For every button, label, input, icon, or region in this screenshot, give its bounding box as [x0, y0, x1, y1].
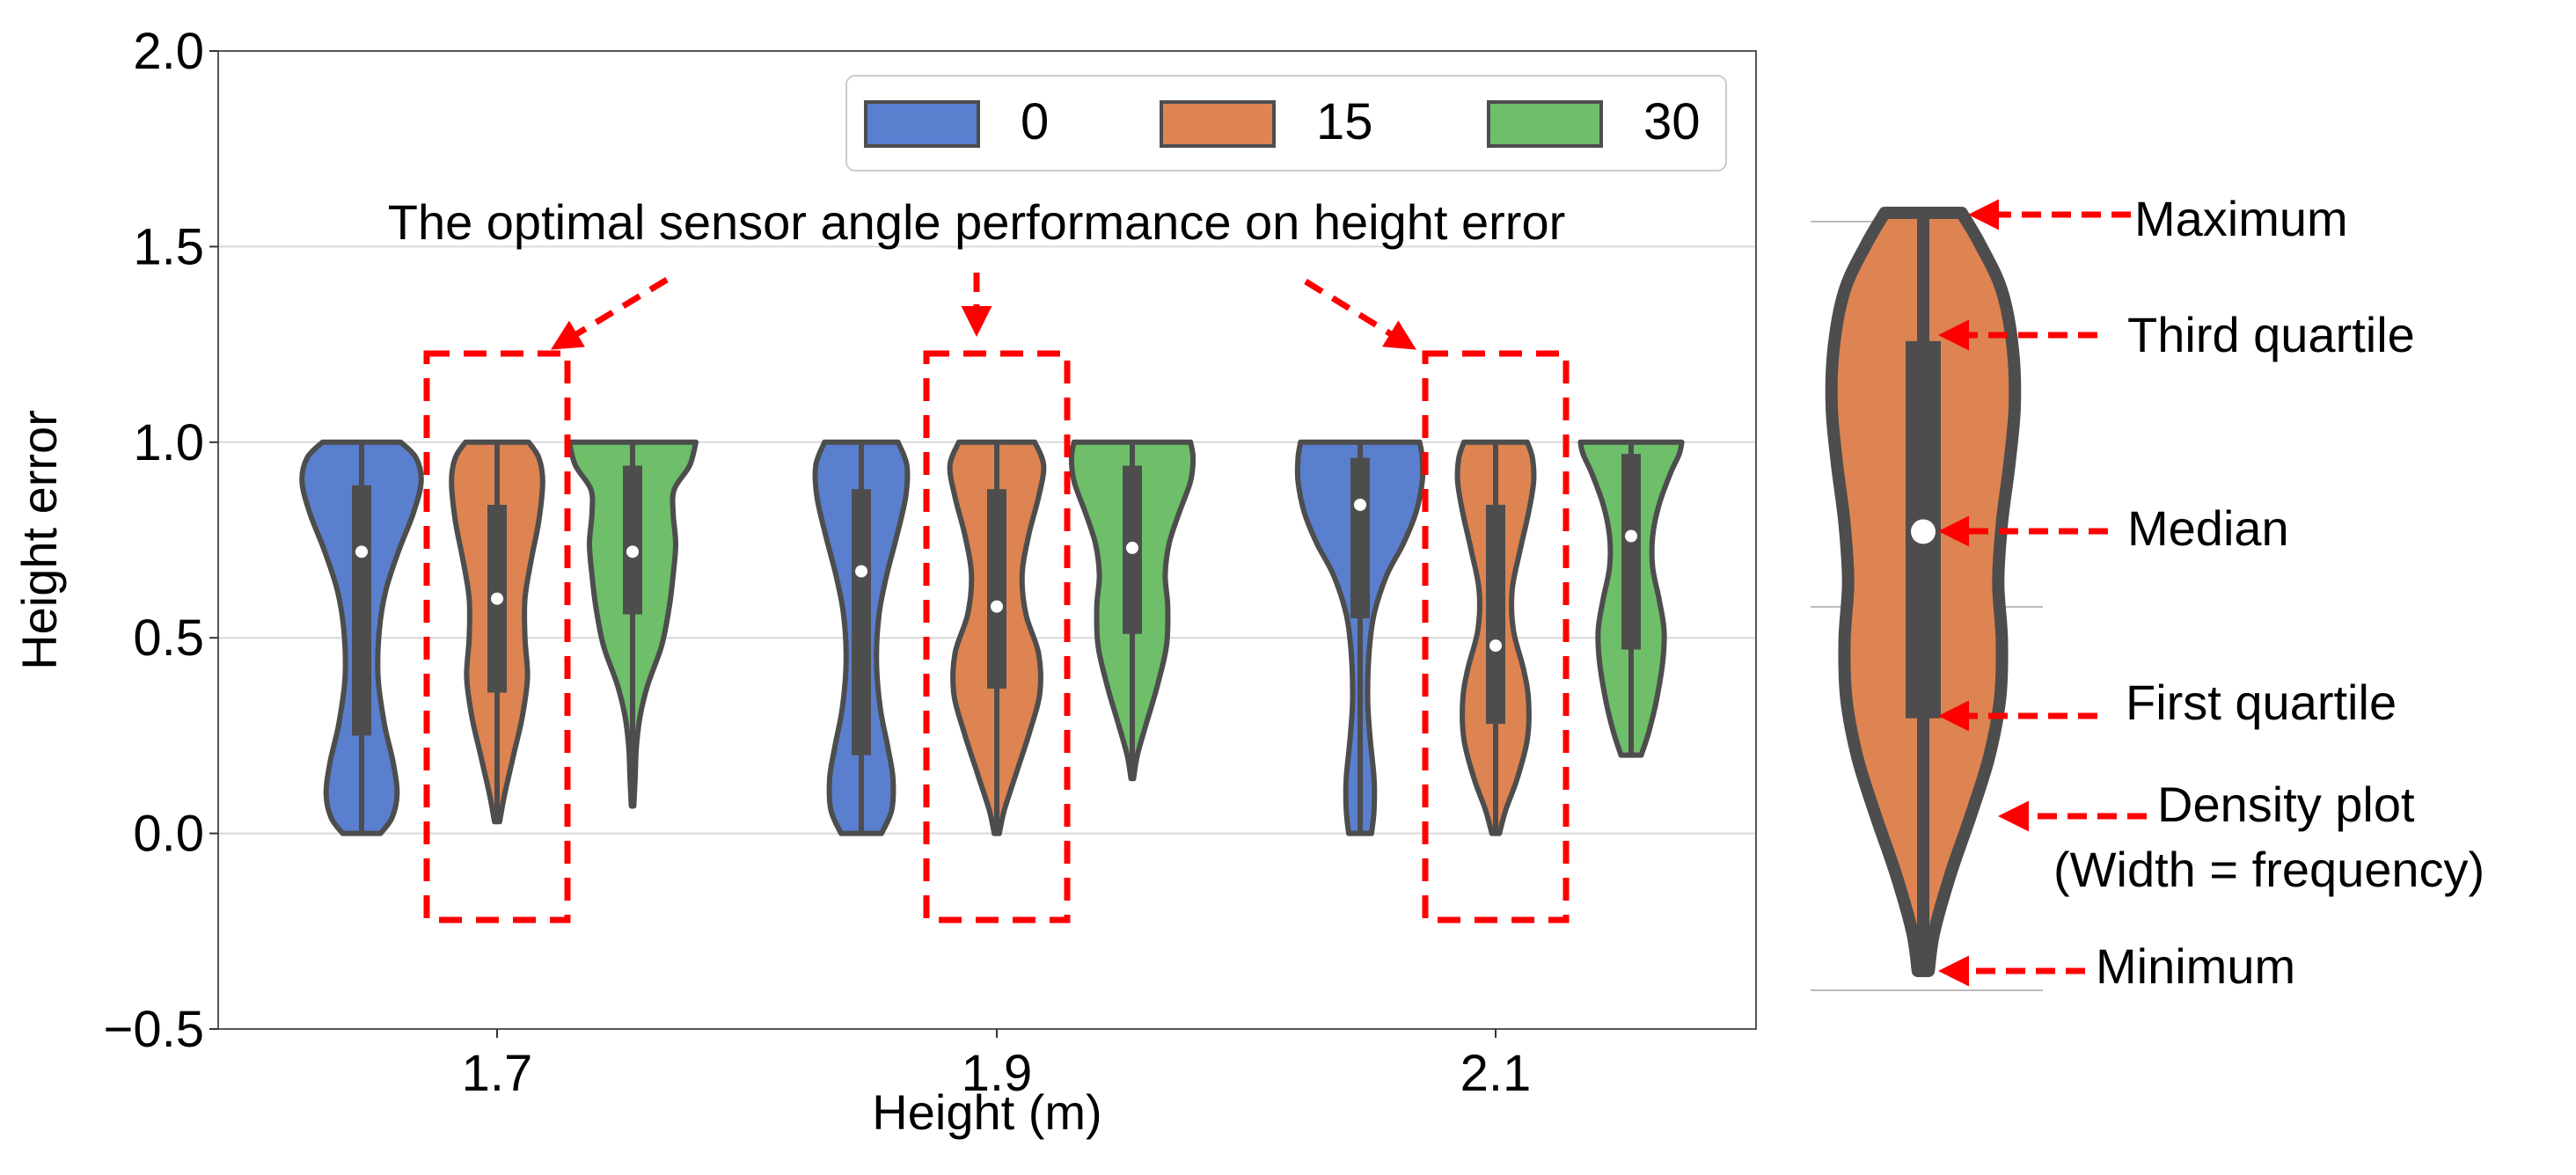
- violin-series-0: [812, 439, 911, 836]
- legend-label: 30: [1643, 93, 1701, 150]
- violin-median-dot: [355, 545, 368, 558]
- y-tick-label: 1.5: [133, 218, 204, 275]
- annotation-text: The optimal sensor angle performance on …: [388, 194, 1566, 250]
- violin-median-dot: [1489, 639, 1502, 653]
- x-tick-label: 1.9: [962, 1045, 1033, 1102]
- highlight-box: [923, 350, 1071, 923]
- violin-median-dot: [626, 545, 639, 558]
- violin-median-dot: [991, 600, 1003, 613]
- violin-series-30: [1577, 439, 1685, 758]
- legend-swatch: [1487, 100, 1603, 148]
- violin-median-dot: [855, 565, 867, 578]
- violin-iqr-box: [352, 485, 371, 736]
- violin-series-15: [947, 439, 1047, 836]
- y-axis-ticks: −0.5 0.0 0.5 1.0 1.5 2.0: [104, 23, 218, 1058]
- violin-iqr-box: [852, 489, 871, 755]
- y-tick-label: 1.0: [133, 414, 204, 471]
- violin-iqr-box: [1486, 504, 1505, 725]
- violin-iqr-box: [1350, 457, 1370, 618]
- explainer-label-first-quartile: First quartile: [2126, 675, 2397, 730]
- legend-label: 0: [1021, 93, 1049, 150]
- highlight-layer: [423, 273, 1570, 923]
- violin-iqr-box: [623, 465, 642, 615]
- annotation-arrow: [551, 277, 669, 350]
- violin-explainer: Maximum Third quartile Median First quar…: [1811, 191, 2485, 994]
- violin-iqr-box: [1621, 454, 1641, 650]
- explainer-label-third-quartile: Third quartile: [2127, 307, 2415, 362]
- y-axis-label: Height error: [11, 410, 67, 670]
- highlight-box: [1422, 350, 1570, 923]
- violin-median-dot: [1354, 498, 1366, 511]
- x-tick-label: 1.7: [462, 1045, 533, 1102]
- y-tick-label: −0.5: [104, 1001, 205, 1058]
- violins-layer: [299, 439, 1685, 836]
- y-tick-label: 0.5: [133, 609, 204, 667]
- violin-series-15: [1454, 439, 1537, 836]
- violin-series-0: [1294, 439, 1426, 836]
- x-axis-ticks: 1.7 1.9 2.1: [462, 1029, 1532, 1102]
- violin-median-dot: [1911, 519, 1936, 544]
- violin-median-dot: [1126, 541, 1138, 554]
- violin-series-30: [1068, 439, 1197, 782]
- explainer-label-maximum: Maximum: [2134, 191, 2348, 246]
- explainer-label-density-plot: Density plot: [2157, 777, 2415, 832]
- legend: 0 15 30: [845, 75, 1727, 172]
- legend-swatch: [864, 100, 980, 148]
- violin-iqr-box: [987, 489, 1006, 690]
- annotation-arrow: [1304, 279, 1416, 350]
- explainer-label-density-note: (Width = frequency): [2053, 842, 2485, 897]
- highlight-box: [423, 350, 571, 923]
- y-tick-label: 0.0: [133, 806, 204, 863]
- violin-series-30: [567, 439, 699, 809]
- violin-median-dot: [491, 592, 503, 605]
- explainer-label-median: Median: [2127, 500, 2289, 556]
- explainer-label-minimum: Minimum: [2096, 938, 2295, 994]
- legend-swatch: [1160, 100, 1276, 148]
- legend-label: 15: [1316, 93, 1373, 150]
- x-axis-label: Height (m): [872, 1084, 1101, 1140]
- explainer-violin: [1825, 207, 2022, 977]
- plot-frame: [217, 50, 1757, 1030]
- violin-median-dot: [1625, 529, 1637, 543]
- x-tick-label: 2.1: [1460, 1045, 1532, 1102]
- violin-series-15: [449, 439, 545, 825]
- violin-series-0: [299, 439, 424, 836]
- y-tick-label: 2.0: [133, 23, 204, 80]
